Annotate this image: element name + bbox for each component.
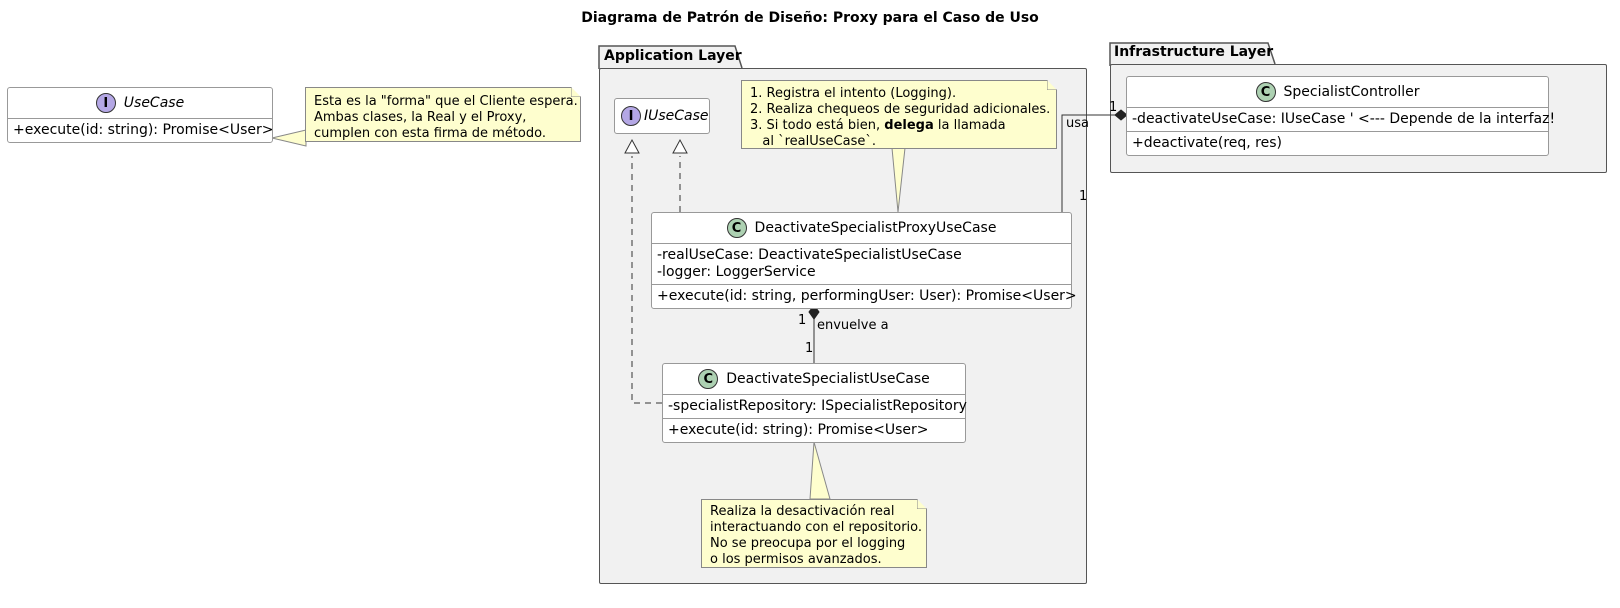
proxy-field: -realUseCase: DeactivateSpecialistUseCas… (657, 247, 962, 263)
real-note-connector (809, 441, 831, 500)
proxy-realization-arrowhead (672, 138, 688, 154)
controller-method: +deactivate(req, res) (1132, 135, 1282, 151)
proxy-usecase-class: C DeactivateSpecialistProxyUseCase -real… (651, 212, 1077, 309)
diagram-title: Diagrama de Patrón de Diseño: Proxy para… (581, 10, 1039, 26)
usecase-interface: I UseCase +execute(id: string): Promise<… (7, 87, 273, 143)
proxy-fields: -realUseCase: DeactivateSpecialistUseCas… (652, 243, 1071, 284)
interface-icon: I (621, 106, 641, 126)
usecase-note-line: Ambas clases, la Real y el Proxy, (314, 110, 527, 125)
composition-multiplicity-top: 1 (798, 313, 807, 328)
proxy-field: -logger: LoggerService (657, 264, 816, 280)
usecase-note-line: Esta es la "forma" que el Cliente espera… (314, 94, 578, 109)
note-fold-icon (917, 499, 927, 509)
real-field: -specialistRepository: ISpecialistReposi… (668, 398, 967, 414)
proxy-note-connector (891, 147, 906, 213)
real-usecase-class: C DeactivateSpecialistUseCase -specialis… (662, 363, 967, 443)
controller-methods: +deactivate(req, res) (1127, 131, 1548, 155)
uses-multiplicity-proxy: 1 (1079, 189, 1088, 204)
real-note-line: Realiza la desactivación real (710, 504, 895, 519)
proxy-note-line: 3. Si todo está bien, delega la llamada (750, 118, 1048, 134)
infrastructure-layer-label: Infrastructure Layer (1114, 44, 1274, 60)
class-icon: C (1255, 82, 1276, 102)
real-realization-arrowhead (624, 138, 640, 154)
iusecase-interface: I IUseCase (614, 98, 710, 134)
usecase-note: Esta es la "forma" que el Cliente espera… (305, 87, 581, 142)
application-layer-package (599, 68, 1087, 584)
proxy-note-text: la llamada (933, 118, 1006, 133)
proxy-note: 1. Registra el intento (Logging). 2. Rea… (741, 80, 1057, 149)
uses-diamond (1114, 109, 1128, 121)
usecase-note-line: cumplen con esta firma de método. (314, 126, 546, 141)
proxy-name: DeactivateSpecialistProxyUseCase (754, 220, 997, 236)
note-fold-icon (1047, 80, 1057, 90)
real-note-line: interactuando con el repositorio. (710, 520, 923, 535)
real-note: Realiza la desactivación real interactua… (701, 499, 927, 568)
proxy-note-bold: delega (884, 118, 934, 133)
uses-line (1061, 114, 1117, 212)
usecase-note-connector (271, 129, 307, 147)
real-methods: +execute(id: string): Promise<User> (663, 418, 965, 442)
proxy-method: +execute(id: string, performingUser: Use… (657, 288, 1077, 304)
composition-label: envuelve a (817, 318, 889, 333)
note-fold-icon (571, 87, 581, 97)
real-method: +execute(id: string): Promise<User> (668, 422, 929, 438)
usecase-method: +execute(id: string): Promise<User> (13, 122, 274, 138)
specialist-controller-class: C SpecialistController -deactivateUseCas… (1126, 76, 1556, 156)
proxy-methods: +execute(id: string, performingUser: Use… (652, 284, 1077, 308)
real-note-line: o los permisos avanzados. (710, 552, 882, 567)
proxy-note-text: 3. Si todo está bien, (750, 118, 885, 133)
controller-fields: -deactivateUseCase: IUseCase ' <--- Depe… (1127, 107, 1556, 131)
composition-multiplicity-bottom: 1 (805, 341, 814, 356)
real-note-line: No se preocupa por el logging (710, 536, 906, 551)
usecase-methods: +execute(id: string): Promise<User> (8, 118, 274, 142)
application-layer-label: Application Layer (604, 48, 742, 64)
controller-field: -deactivateUseCase: IUseCase ' <--- Depe… (1132, 111, 1556, 127)
uses-multiplicity-controller: 1 (1109, 100, 1118, 115)
controller-name: SpecialistController (1283, 84, 1420, 100)
proxy-note-line: 1. Registra el intento (Logging). (750, 86, 957, 101)
uses-label: usa (1066, 116, 1089, 131)
proxy-note-line: 2. Realiza chequeos de seguridad adicion… (750, 102, 1051, 117)
iusecase-name: IUseCase (644, 108, 709, 124)
usecase-name: UseCase (123, 95, 185, 111)
class-icon: C (698, 369, 719, 389)
proxy-note-line: al `realUseCase`. (750, 134, 876, 149)
real-fields: -specialistRepository: ISpecialistReposi… (663, 394, 967, 418)
class-icon: C (726, 218, 747, 238)
interface-icon: I (95, 93, 116, 113)
real-name: DeactivateSpecialistUseCase (726, 371, 930, 387)
